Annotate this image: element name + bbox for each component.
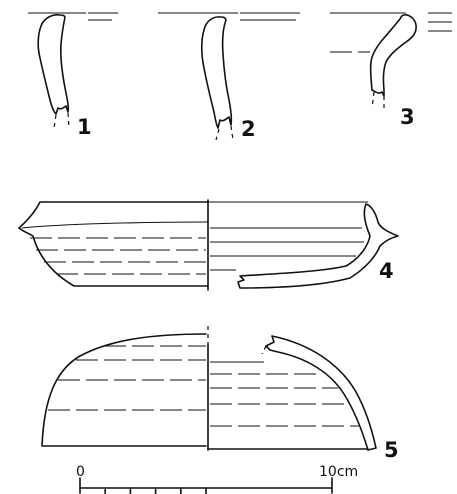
- sherd-3-number: 3: [400, 105, 415, 129]
- sherd-2-break-right: [230, 125, 234, 141]
- sherd-1-number: 1: [77, 115, 92, 139]
- vessel-5-exterior-outline: [41, 333, 207, 447]
- sherd-3-profile: 3: [330, 12, 452, 129]
- scale-end-label: 10cm: [319, 464, 358, 480]
- scale-start-label: 0: [76, 464, 85, 480]
- vessel-5-break-mark: [261, 345, 267, 355]
- vessel-5-section-profile: [265, 335, 377, 451]
- vessel-5-number: 5: [384, 438, 399, 462]
- vessel-4-section-profile: [237, 203, 399, 289]
- vessel-4-number: 4: [379, 259, 394, 283]
- scale-bar-ticks: [79, 477, 333, 494]
- sherd-1-break-right: [67, 112, 70, 129]
- sherd-2-break-left: [215, 128, 220, 141]
- sherd-1-break-left: [53, 114, 57, 129]
- vessel-4-exterior-outline: [18, 201, 209, 287]
- sherd-1-profile: 1: [28, 12, 118, 139]
- sherd-1-body: [37, 14, 70, 115]
- vessel-4-drawing: 4: [18, 199, 399, 291]
- sherd-2-profile: 2: [158, 12, 300, 141]
- sherd-3-break-left: [371, 91, 375, 109]
- sherd-2-number: 2: [241, 117, 256, 141]
- scale-bar: 0 10cm: [76, 464, 358, 494]
- vessel-4-rim-flange: [21, 221, 209, 229]
- sherd-2-body: [200, 16, 233, 129]
- sherd-3-body: [369, 14, 417, 97]
- vessel-5-drawing: 5: [41, 326, 399, 462]
